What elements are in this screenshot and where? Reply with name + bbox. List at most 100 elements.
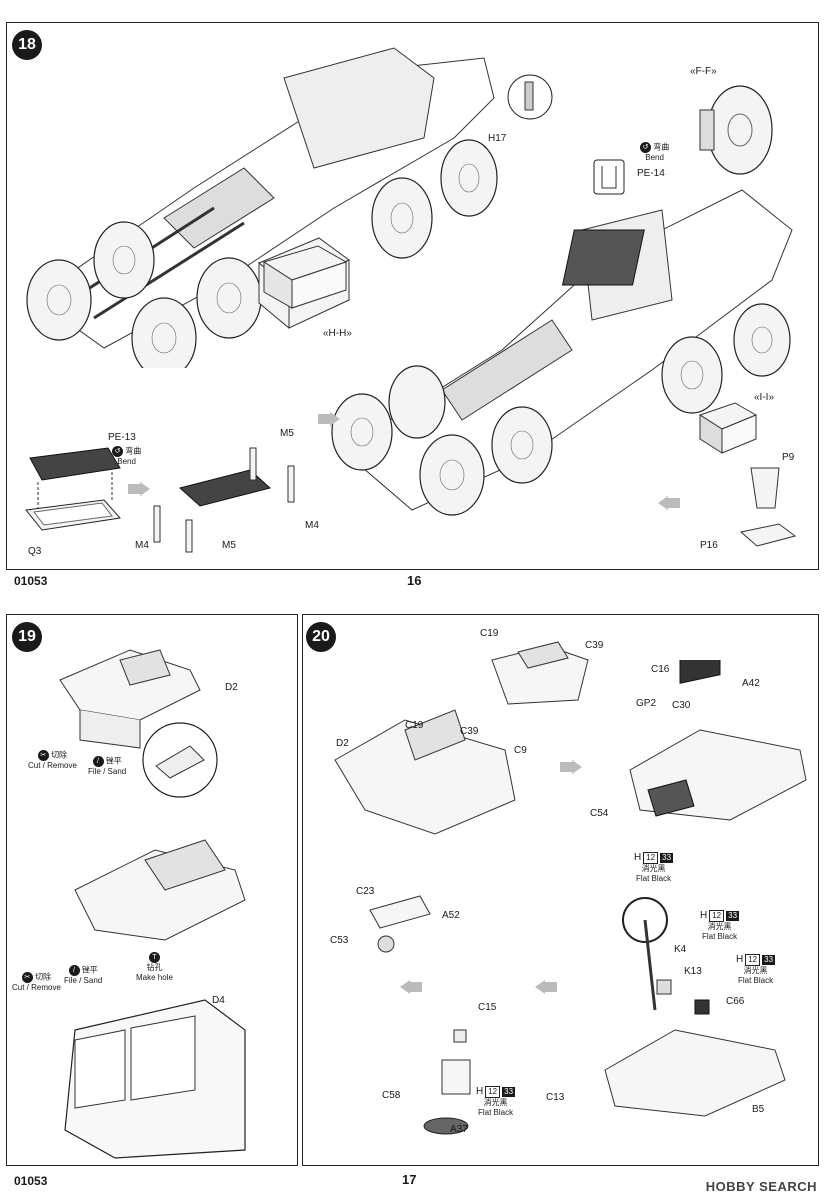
file-en-text: File / Sand xyxy=(64,976,103,985)
label-q3: Q3 xyxy=(28,546,42,557)
file-en-text: File / Sand xyxy=(88,767,127,776)
label-p9: P9 xyxy=(782,452,795,463)
page-17: 19 20 D2 D4 ✂ 切除 Cut / Remove / 锉平 File … xyxy=(0,600,825,1200)
file-sand-note-1: / 锉平 File / Sand xyxy=(88,756,126,777)
label-c19-top: C19 xyxy=(480,628,499,639)
label-c19: C19 xyxy=(405,720,424,731)
page-number: 17 xyxy=(402,1172,417,1187)
label-a52: A52 xyxy=(442,910,460,921)
drill-en-text: Make hole xyxy=(136,973,173,982)
label-c15: C15 xyxy=(478,1002,497,1013)
paint-h-code: H xyxy=(700,910,708,921)
pe13-q3-illustration xyxy=(25,447,121,531)
label-c16: C16 xyxy=(651,664,670,675)
cut-remove-note-1: ✂ 切除 Cut / Remove xyxy=(28,750,77,771)
paint-blk: 33 xyxy=(726,911,740,921)
mesh-frame-assembly-illustration xyxy=(153,447,295,553)
paint-en-text: Flat Black xyxy=(477,1108,514,1117)
label-f-f: «F-F» xyxy=(690,66,717,77)
file-icon: / xyxy=(92,756,104,767)
label-c9: C9 xyxy=(514,745,527,756)
arrow-right-icon xyxy=(128,482,150,496)
label-gp2: GP2 xyxy=(636,698,657,709)
label-c23: C23 xyxy=(356,886,375,897)
label-c53: C53 xyxy=(330,935,349,946)
label-pe14: PE-14 xyxy=(637,168,665,179)
pe14-bend-callout xyxy=(593,159,625,195)
paint-cn-text: 消光黑 xyxy=(707,922,732,931)
cab-floor-illustration-1 xyxy=(59,649,201,749)
paint-cn-text: 消光黑 xyxy=(743,966,768,975)
drill-note: T 钻孔 Make hole xyxy=(136,952,173,983)
bend-note-pe13: ↺ 弯曲 Bend xyxy=(112,446,141,467)
paint-num: 12 xyxy=(745,954,761,966)
arrow-right-icon xyxy=(318,412,340,426)
cab-floor-illustration-2 xyxy=(74,839,246,941)
label-i-i: «I-I» xyxy=(754,392,775,403)
paint-en-text: Flat Black xyxy=(737,976,774,985)
cut-icon: ✂ xyxy=(21,972,33,983)
bend-en-text: Bend xyxy=(117,457,136,466)
file-cn-text: 锉平 xyxy=(105,756,122,766)
paint-cn-text: 消光黑 xyxy=(483,1098,508,1107)
paint-num: 12 xyxy=(485,1086,501,1098)
step-20-badge: 20 xyxy=(306,622,336,652)
spare-wheel-illustration xyxy=(699,85,773,175)
paint-blk: 33 xyxy=(660,853,674,863)
c23-a52-subassembly xyxy=(369,895,431,953)
product-code: 01053 xyxy=(14,1174,48,1188)
label-m4-right: M4 xyxy=(305,520,319,531)
paint-num: 12 xyxy=(643,852,659,864)
cab-interior-illustration-1 xyxy=(629,660,807,821)
paint-cn-text: 消光黑 xyxy=(641,864,666,873)
h-h-toolbox-illustration xyxy=(262,245,348,309)
file-cn-text: 锉平 xyxy=(81,965,98,975)
cut-en-text: Cut / Remove xyxy=(28,761,77,770)
pe14-mesh-screen xyxy=(561,229,645,286)
arrow-left-icon xyxy=(535,980,557,994)
cab-shell-illustration xyxy=(64,999,246,1159)
step-20-frame xyxy=(302,614,819,1166)
paint-en-text: Flat Black xyxy=(635,874,672,883)
paint-h-code: H xyxy=(736,954,744,965)
cut-en-text: Cut / Remove xyxy=(12,983,61,992)
h17-detail-callout xyxy=(507,74,553,120)
cut-remove-note-2: ✂ 切除 Cut / Remove xyxy=(12,972,61,993)
cut-icon: ✂ xyxy=(37,750,49,761)
label-pe13: PE-13 xyxy=(108,432,136,443)
product-code: 01053 xyxy=(14,574,48,588)
arrow-left-icon xyxy=(658,496,680,510)
cab-interior-illustration-2 xyxy=(604,897,786,1117)
file-icon: / xyxy=(68,965,80,976)
p9-p16-illustration xyxy=(739,467,797,547)
bend-icon: ↺ xyxy=(112,446,123,457)
step-19-badge: 19 xyxy=(12,622,42,652)
label-h17: H17 xyxy=(488,133,507,144)
bend-en-text: Bend xyxy=(645,153,664,162)
label-c54: C54 xyxy=(590,808,609,819)
label-h-h: «H-H» xyxy=(323,328,352,339)
label-a37: A37 xyxy=(450,1124,468,1135)
cab-floor-step20-illustration xyxy=(334,709,516,835)
c19-part-illustration xyxy=(491,641,589,705)
label-d2-step19: D2 xyxy=(225,682,238,693)
label-c30: C30 xyxy=(672,700,691,711)
paint-h-code: H xyxy=(476,1086,484,1097)
page-16: 18 xyxy=(0,0,825,596)
bend-cn-text: 弯曲 xyxy=(125,446,142,456)
cut-cn-text: 切除 xyxy=(51,750,68,760)
label-d2-step20: D2 xyxy=(336,738,349,749)
label-m5-bottom: M5 xyxy=(222,540,236,551)
label-c39: C39 xyxy=(460,726,479,737)
page-number: 16 xyxy=(407,573,422,588)
label-p16: P16 xyxy=(700,540,718,551)
step-18-frame xyxy=(6,22,819,570)
chassis-assembly-illustration xyxy=(26,47,498,368)
label-c58: C58 xyxy=(382,1090,401,1101)
chassis-assembly-illustration-2 xyxy=(331,189,793,516)
label-b5: B5 xyxy=(752,1104,765,1115)
cut-cn-text: 切除 xyxy=(35,972,52,982)
